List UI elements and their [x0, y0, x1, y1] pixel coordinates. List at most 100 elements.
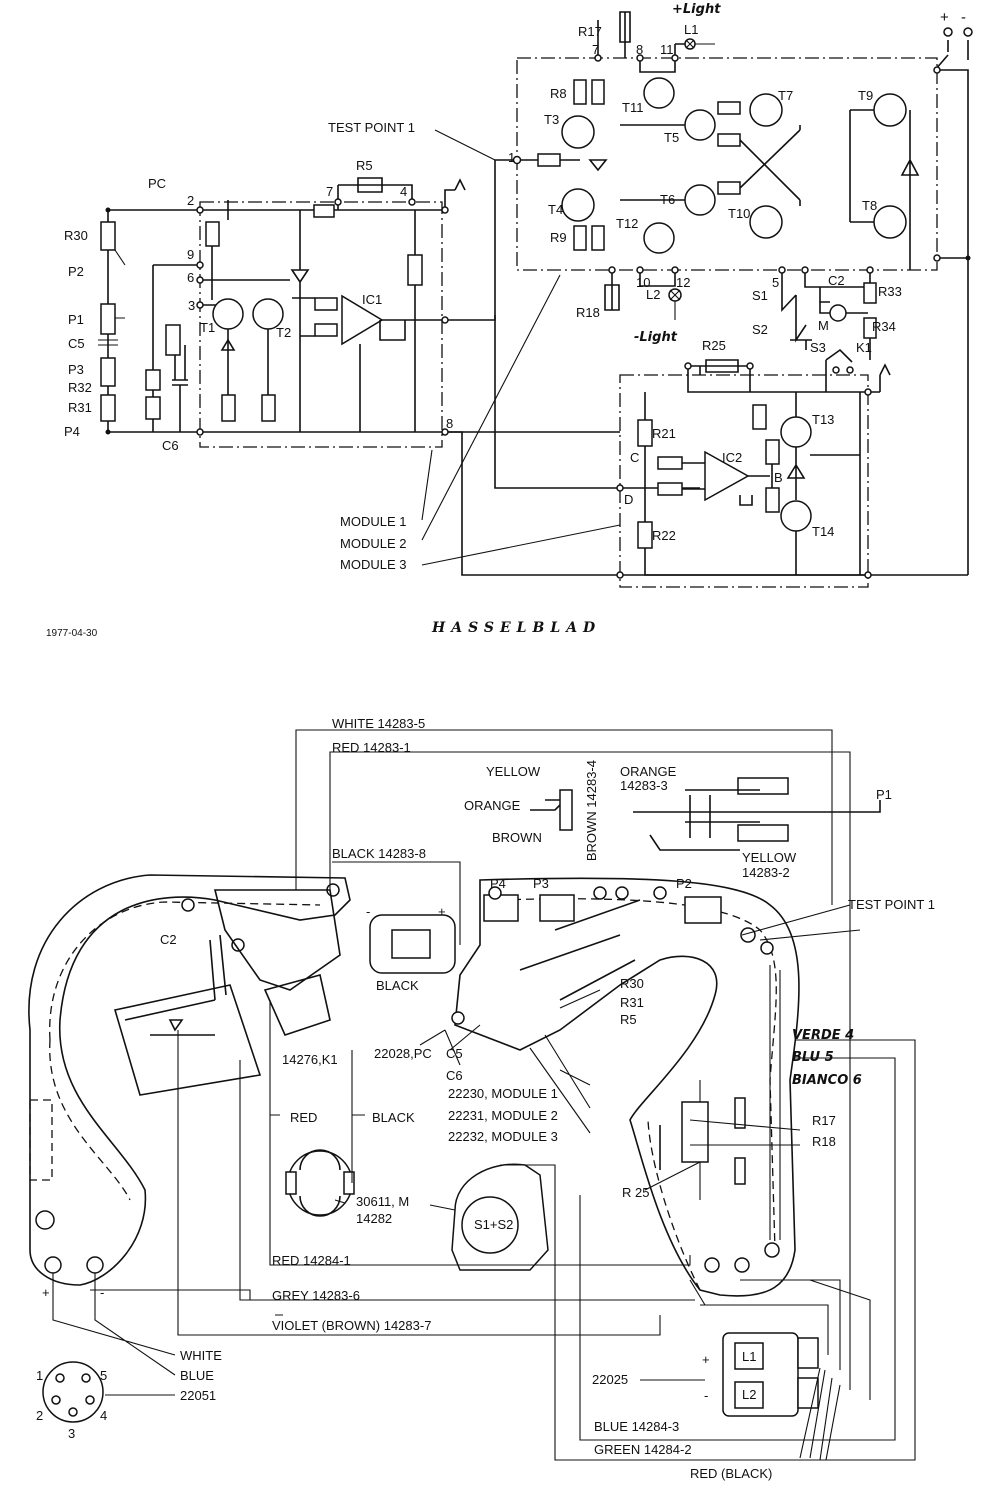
l1-lamp-label: L1 [742, 1349, 757, 1364]
p1-wiring-label: P1 [876, 787, 892, 802]
t14-label: T14 [812, 524, 835, 539]
wire-red-2-label: RED 14284-1 [272, 1253, 351, 1268]
blu-label: BLU 5 [792, 1050, 834, 1065]
node-10-mod2: 10 [636, 275, 651, 290]
minus-sign-top: - [961, 9, 966, 26]
connector-white-label: WHITE [180, 1348, 222, 1363]
pin-3-label: 3 [68, 1426, 76, 1441]
d-node-label: D [624, 492, 634, 507]
k1-label: K1 [856, 340, 872, 355]
wire-violet-label: VIOLET (BROWN) 14283-7 [272, 1318, 432, 1333]
r31-wiring-label: R31 [620, 995, 644, 1010]
p4-wiring-label: P4 [490, 876, 506, 891]
c2-wiring-label: C2 [160, 932, 177, 947]
wire-blue-label: BLUE 14284-3 [594, 1419, 680, 1434]
brown-label: BROWN [492, 830, 542, 845]
light-plus-label: +Light [672, 2, 721, 17]
b-node-label: B [774, 470, 783, 485]
t4-label: T4 [548, 202, 564, 217]
r18-label: R18 [576, 305, 600, 320]
switch-part-number: 14282 [356, 1211, 393, 1226]
hasselblad-logo: HASSELBLAD [432, 620, 602, 636]
m-label: M [818, 318, 829, 333]
t1-label: T1 [200, 320, 216, 335]
p4-label: P4 [64, 424, 80, 439]
r22-label: R22 [652, 528, 676, 543]
l2-label: L2 [646, 287, 661, 302]
lamp-part-label: 22025 [592, 1372, 629, 1387]
l1-label: L1 [684, 22, 699, 37]
r31-label: R31 [68, 400, 92, 415]
minus-harness-sign: - [100, 1285, 105, 1300]
p3-label: P3 [68, 362, 84, 377]
motor-part-label: 30611, M [356, 1194, 410, 1209]
minus-lamp-sign: - [704, 1388, 709, 1403]
yellow-label: YELLOW [486, 764, 541, 779]
pin-2-label: 2 [36, 1408, 44, 1423]
connector-blue-label: BLUE [180, 1368, 214, 1383]
orange-label: ORANGE [464, 798, 521, 813]
r21-label: R21 [652, 426, 676, 441]
t6-label: T6 [660, 192, 676, 207]
plus-sign-top: + [940, 9, 949, 26]
date-stamp: 1977-04-30 [46, 628, 98, 639]
node-7-top: 7 [592, 42, 600, 57]
node-2-mod1: 2 [187, 193, 195, 208]
pin-4-label: 4 [100, 1408, 108, 1423]
node-9-mod1: 9 [187, 247, 195, 262]
module-1-boundary [199, 201, 443, 448]
node-12-mod2: 12 [676, 275, 691, 290]
r9-label: R9 [550, 230, 567, 245]
t13-label: T13 [812, 412, 835, 427]
verde-label: VERDE 4 [792, 1028, 855, 1043]
module-2-part-label: 22231, MODULE 2 [448, 1108, 558, 1123]
ic2-label: IC2 [722, 450, 743, 465]
yellow-part-label: YELLOW [742, 850, 797, 865]
test-point-wiring-label: TEST POINT 1 [848, 897, 935, 912]
r30-wiring-label: R30 [620, 976, 644, 991]
plus-harness-sign: + [42, 1285, 50, 1300]
t9-label: T9 [858, 88, 874, 103]
p3-wiring-label: P3 [533, 876, 549, 891]
node-1-mod2: 1 [508, 150, 516, 165]
yellow-part-number: 14283-2 [742, 865, 790, 880]
t10-label: T10 [728, 206, 751, 221]
k1-wiring-label: 14276,K1 [282, 1052, 338, 1067]
test-point-label: TEST POINT 1 [328, 120, 415, 135]
module-3-part-label: 22232, MODULE 3 [448, 1129, 558, 1144]
c5-label: C5 [68, 336, 85, 351]
p2-label: P2 [68, 264, 84, 279]
black-pc-label: BLACK [376, 978, 419, 993]
r34-label: R34 [872, 319, 896, 334]
wire-red-label: RED 14283-1 [332, 740, 411, 755]
light-minus-label: -Light [634, 330, 677, 345]
node-5-mod2: 5 [772, 275, 780, 290]
c6-label: C6 [162, 438, 179, 453]
t8-label: T8 [862, 198, 878, 213]
c2-schematic-label: C2 [828, 273, 845, 288]
plus-lamp-sign: + [702, 1352, 710, 1367]
node-7-mod1: 7 [326, 184, 334, 199]
node-8-mod1: 8 [446, 416, 454, 431]
p2-wiring-label: P2 [676, 876, 692, 891]
module-3-label: MODULE 3 [340, 557, 407, 572]
red-black-label: RED (BLACK) [690, 1466, 773, 1481]
t3-label: T3 [544, 112, 560, 127]
c6-wiring-label: C6 [446, 1068, 463, 1083]
module-3-boundary [619, 374, 869, 588]
t2-label: T2 [276, 325, 292, 340]
r17-wiring-label: R17 [812, 1113, 836, 1128]
orange-part-label: ORANGE [620, 764, 677, 779]
brown-vertical-label: BROWN 14283-4 [584, 760, 599, 862]
wire-green-label: GREEN 14284-2 [594, 1442, 692, 1457]
node-4-mod1: 4 [400, 184, 408, 199]
module-2-label: MODULE 2 [340, 536, 407, 551]
pin-1-label: 1 [36, 1368, 44, 1383]
connector-part-label: 22051 [180, 1388, 217, 1403]
node-8-top: 8 [636, 42, 644, 57]
r33-label: R33 [878, 284, 902, 299]
pc-part-label: 22028,PC [374, 1046, 432, 1061]
minus-pc-sign: - [366, 904, 371, 919]
t12-label: T12 [616, 216, 639, 231]
